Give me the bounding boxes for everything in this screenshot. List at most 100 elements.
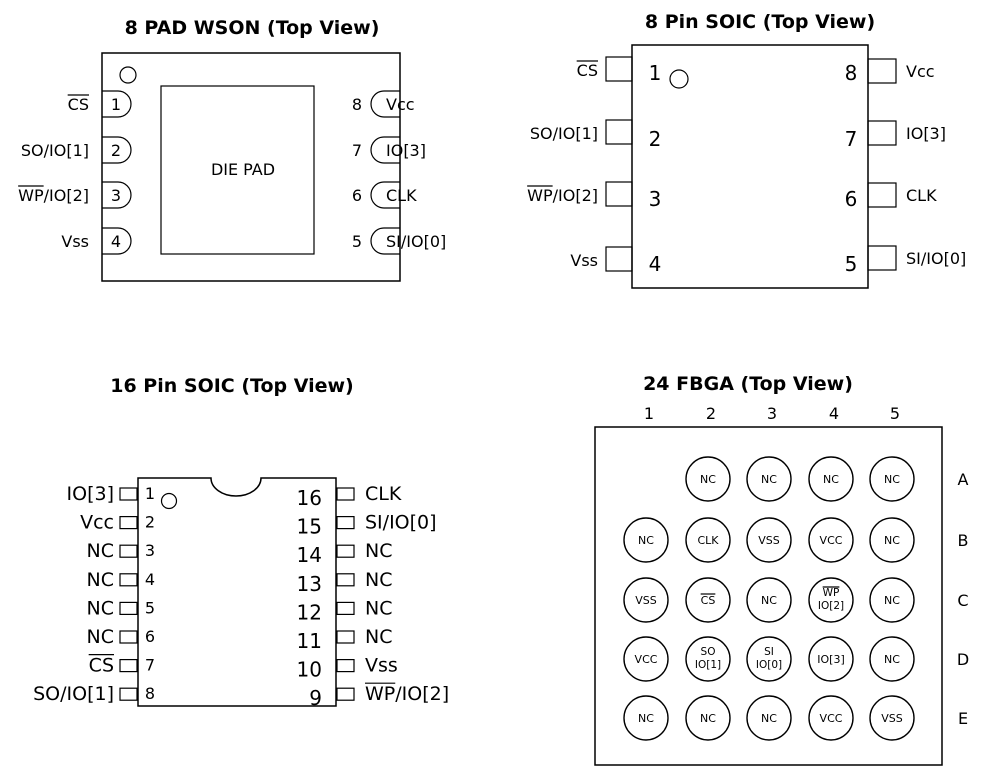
soic16-lead-13 xyxy=(336,573,355,587)
fbga24-ball-label: NC xyxy=(823,473,839,486)
soic16-lead-14 xyxy=(336,544,355,558)
soic8-lead-2 xyxy=(605,119,633,145)
fbga24-ball-D1 xyxy=(623,636,669,682)
wson8-title: 8 PAD WSON (Top View) xyxy=(125,17,380,39)
fbga24-ball-D4 xyxy=(808,636,854,682)
soic8-pin-label: Vss xyxy=(570,251,598,270)
wson8-pin-number: 3 xyxy=(111,186,121,205)
wson8-pad-5 xyxy=(370,227,400,255)
soic16-lead-12 xyxy=(336,601,355,616)
fbga24-ball-label: NC xyxy=(761,473,777,486)
soic8-pin-number: 3 xyxy=(649,187,662,211)
fbga24-ball-A4 xyxy=(808,456,854,502)
soic16-pin-number: 5 xyxy=(145,598,155,617)
fbga24-column-label: 1 xyxy=(644,404,654,423)
soic8-pin-label: Vcc xyxy=(906,62,935,81)
soic16-pin-label: CS xyxy=(89,655,114,677)
soic16-lead-4 xyxy=(119,573,138,587)
fbga24-ball-E5 xyxy=(869,695,915,741)
fbga24-ball-label-line: IO[2] xyxy=(818,600,844,612)
fbga24-row-label: D xyxy=(957,650,969,669)
soic16-pin-label: Vss xyxy=(365,655,398,677)
wson8-body xyxy=(101,52,401,282)
soic8-pin-label: CLK xyxy=(906,186,937,205)
soic8-lead-7 xyxy=(867,120,897,146)
soic8-pin-label: SO/IO[1] xyxy=(530,124,598,143)
fbga24-ball-B5 xyxy=(869,517,915,563)
wson8-pin-number: 6 xyxy=(352,186,362,205)
soic16-lead-15 xyxy=(336,515,355,530)
fbga24-ball-label: NC xyxy=(761,712,777,725)
fbga24-ball-C3 xyxy=(746,577,792,623)
wson8-pin-number: 2 xyxy=(111,141,121,160)
soic8-pin-label: SI/IO[0] xyxy=(906,249,966,268)
soic16-pin-number: 6 xyxy=(145,627,155,646)
soic16-pin-number: 11 xyxy=(297,629,322,653)
soic8-pin-number: 5 xyxy=(845,252,858,276)
fbga24-ball-label-line: IO[1] xyxy=(695,659,721,671)
soic16-body xyxy=(137,477,337,707)
fbga24-ball-label: NC xyxy=(638,712,654,725)
soic8-lead-5 xyxy=(867,245,897,271)
wson8-pad-1 xyxy=(102,90,132,118)
fbga24-ball-C1 xyxy=(623,577,669,623)
soic8-lead-3 xyxy=(605,181,633,207)
fbga24-title: 24 FBGA (Top View) xyxy=(643,373,853,395)
fbga24-column-label: 3 xyxy=(767,404,777,423)
fbga24-ball-label: IO[3] xyxy=(817,653,844,666)
fbga24-ball-label: VCC xyxy=(820,712,843,725)
fbga24-ball-label: NC xyxy=(884,653,900,666)
soic8-pin1-marker xyxy=(669,69,689,89)
fbga24-ball-label: VSS xyxy=(635,594,657,607)
soic16-pin-label: NC xyxy=(87,597,114,619)
soic8-lead-8 xyxy=(867,58,897,84)
fbga24-ball-label-line: WP xyxy=(823,587,840,599)
soic16-title: 16 Pin SOIC (Top View) xyxy=(110,375,354,397)
wson8-pin-number: 7 xyxy=(352,141,362,160)
fbga24-ball-E3 xyxy=(746,695,792,741)
soic8-title: 8 Pin SOIC (Top View) xyxy=(645,11,875,33)
soic8-pin-label: IO[3] xyxy=(906,124,946,143)
wson8-die-pad-label: DIE PAD xyxy=(211,160,275,179)
fbga24-ball-D2 xyxy=(685,636,731,682)
fbga24-column-label: 2 xyxy=(706,404,716,423)
fbga24-ball-label: NC xyxy=(638,534,654,547)
wson8-pad-2 xyxy=(102,136,132,164)
soic16-pin-number: 9 xyxy=(309,686,322,710)
soic8-pin-number: 7 xyxy=(845,127,858,151)
soic16-pin-label: NC xyxy=(87,540,114,562)
wson8-pad-4 xyxy=(102,227,132,255)
soic16-pin-label: NC xyxy=(365,626,392,648)
fbga24-ball-B2 xyxy=(685,517,731,563)
soic16-lead-9 xyxy=(336,687,355,701)
fbga24-ball-B1 xyxy=(623,517,669,563)
fbga24-ball-B4 xyxy=(808,517,854,563)
wson8-pad-3 xyxy=(102,181,132,209)
soic16-pin-label: SO/IO[1] xyxy=(33,683,114,705)
wson8-pin-label: IO[3] xyxy=(386,141,426,160)
soic8-pin-number: 8 xyxy=(845,61,858,85)
soic16-pin-number: 7 xyxy=(145,656,155,675)
wson8-pin-number: 5 xyxy=(352,232,362,251)
fbga24-ball-C4 xyxy=(808,577,854,623)
wson8-pin1-marker xyxy=(119,66,137,84)
fbga24-ball-label-line: IO[0] xyxy=(756,659,782,671)
wson8-pin-label: CS xyxy=(68,95,89,114)
soic16-pin-number: 4 xyxy=(145,570,155,589)
fbga24-ball-A3 xyxy=(746,456,792,502)
fbga24-ball-label: CLK xyxy=(697,534,719,547)
fbga24-ball-A5 xyxy=(869,456,915,502)
wson8-pin-label: WP/IO[2] xyxy=(18,186,89,205)
soic16-lead-6 xyxy=(119,630,138,644)
wson8-pin-number: 8 xyxy=(352,95,362,114)
soic8-pin-number: 1 xyxy=(649,61,662,85)
soic8-pin-number: 4 xyxy=(649,252,662,276)
fbga24-ball-C5 xyxy=(869,577,915,623)
soic16-pin-label: NC xyxy=(87,569,114,591)
soic16-pin-number: 3 xyxy=(145,541,155,560)
soic16-lead-10 xyxy=(336,658,355,673)
